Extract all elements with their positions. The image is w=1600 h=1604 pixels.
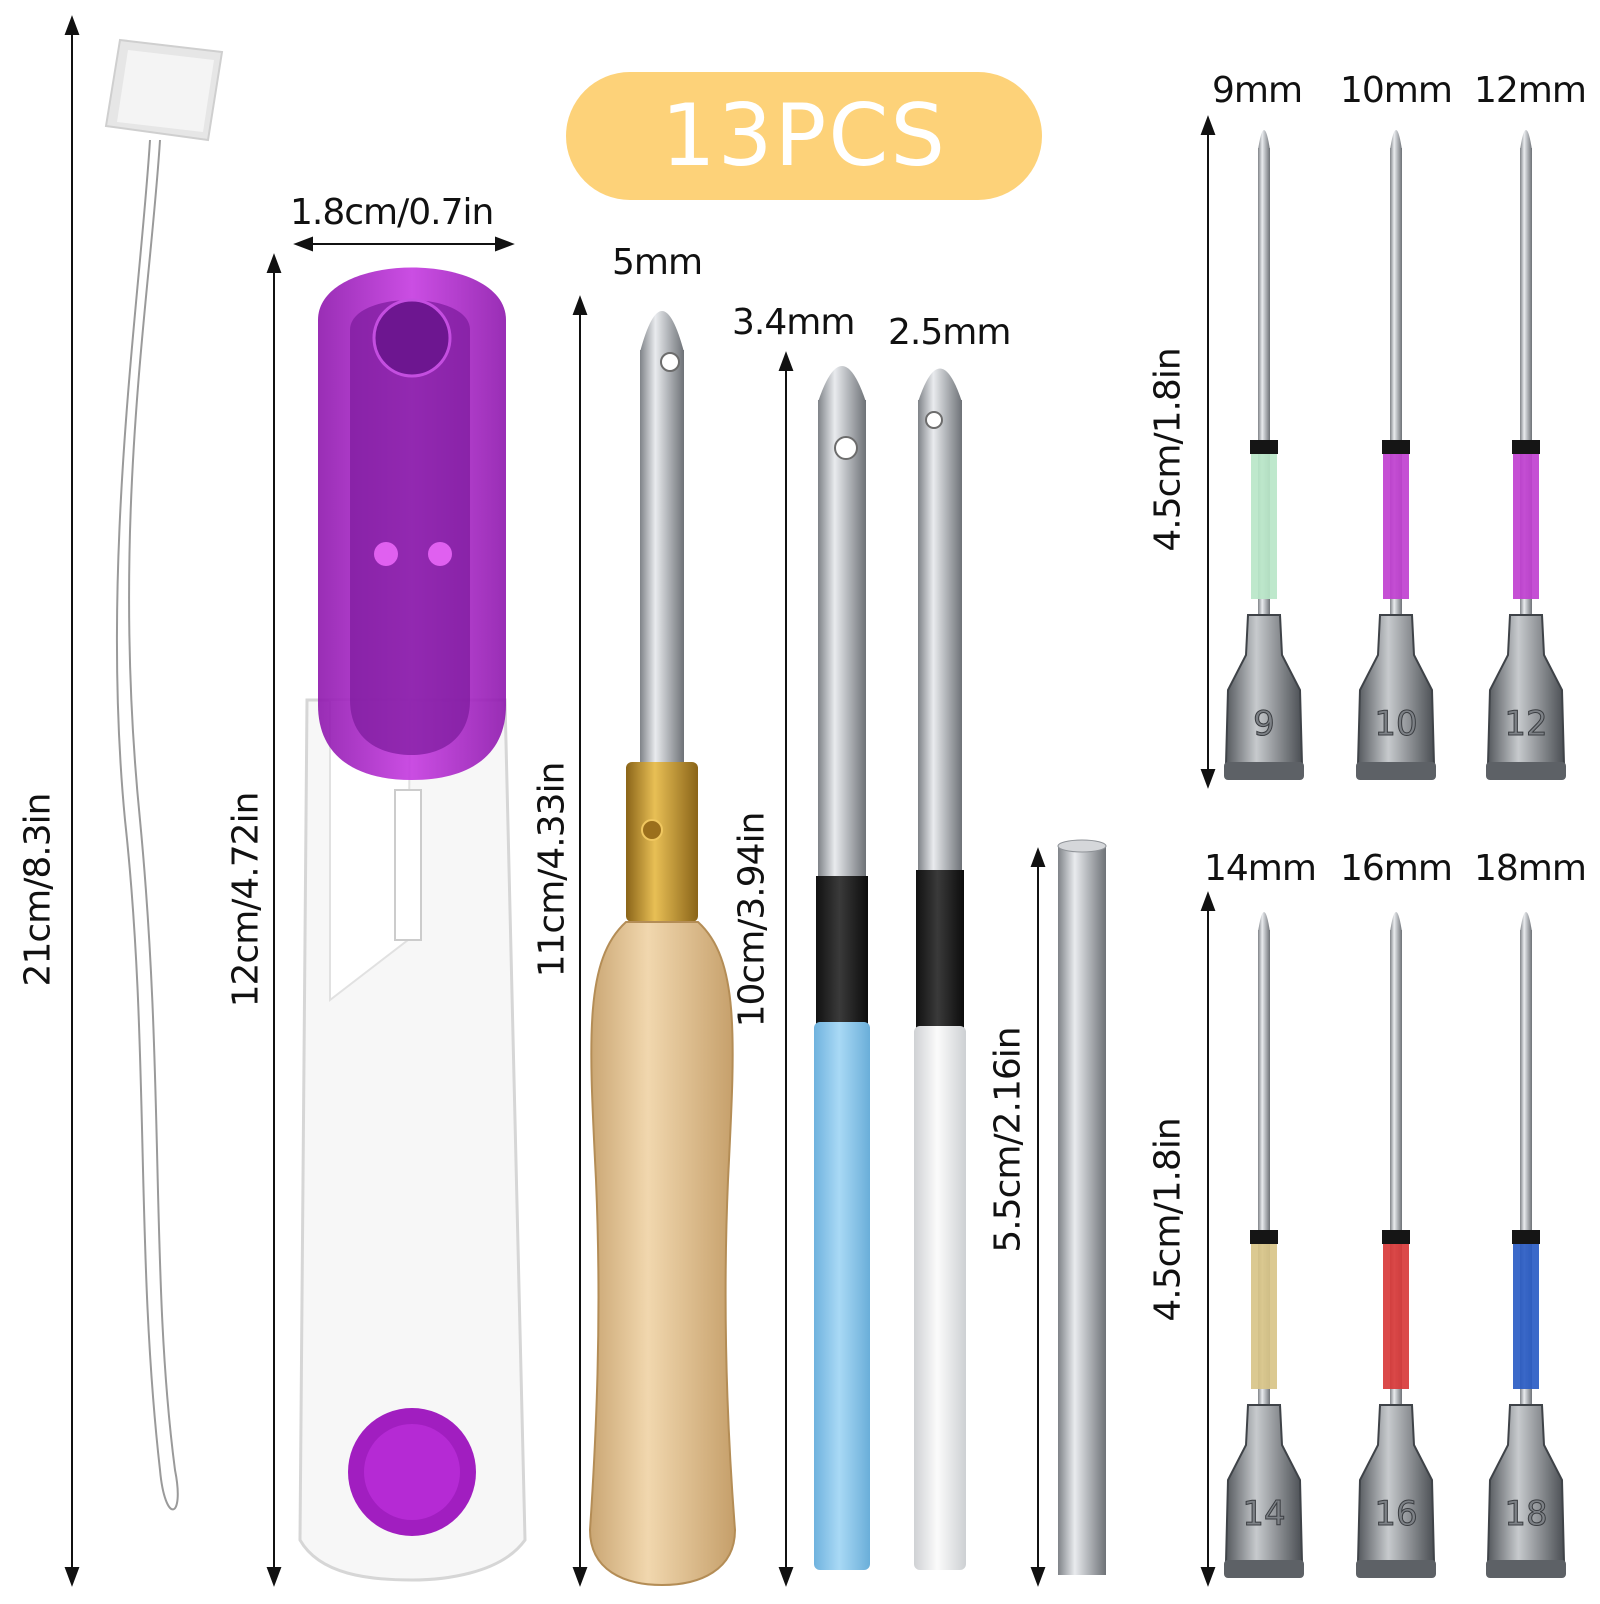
wooden-punch-pen [588, 311, 737, 1587]
needle-10: 10 [1356, 130, 1436, 780]
extension-tube [1057, 839, 1107, 1575]
white-pen-size-label: 2.5mm [888, 312, 1011, 353]
needle-12: 12 [1486, 130, 1566, 780]
needle-size-label-16: 16mm [1340, 848, 1453, 889]
bottom-needles-length-label: 4.5cm/1.8in [1147, 1118, 1189, 1322]
needle-number-14: 14 [1242, 1494, 1285, 1534]
needle-14: 14 [1224, 912, 1304, 1578]
needle-number-16: 16 [1374, 1494, 1417, 1534]
piece-count-badge: 13PCS [566, 72, 1042, 200]
white-punch-pen [914, 368, 966, 1570]
needle-threader [104, 38, 224, 1511]
needle-size-label-10: 10mm [1340, 70, 1453, 111]
blue-pen-size-label: 3.4mm [732, 302, 855, 343]
wooden-pen-size-label: 5mm [612, 242, 703, 283]
piece-count-text: 13PCS [661, 86, 947, 186]
needle-size-label-9: 9mm [1212, 70, 1303, 111]
needle-16: 16 [1356, 912, 1436, 1578]
wooden-pen-length-label: 11cm/4.33in [531, 762, 573, 978]
dimension-lines [64, 15, 1216, 1587]
needle-9: 9 [1224, 130, 1304, 780]
top-needles-length-label: 4.5cm/1.8in [1147, 348, 1189, 552]
needle-number-12: 12 [1504, 704, 1547, 744]
needle-size-label-12: 12mm [1474, 70, 1587, 111]
scissors-width-label: 1.8cm/0.7in [290, 192, 494, 233]
replacement-needles: 9 10 12 14 16 18 [1224, 130, 1566, 1578]
needle-18: 18 [1486, 912, 1566, 1578]
needle-number-10: 10 [1374, 704, 1417, 744]
thread-snips [298, 267, 527, 1582]
blue-punch-pen [814, 366, 870, 1570]
threader-length-label: 21cm/8.3in [17, 793, 59, 987]
needle-number-9: 9 [1253, 704, 1275, 744]
needle-size-label-18: 18mm [1474, 848, 1587, 889]
extension-tube-length-label: 5.5cm/2.16in [987, 1027, 1029, 1253]
needle-number-18: 18 [1504, 1494, 1547, 1534]
small-pens-length-label: 10cm/3.94in [731, 812, 773, 1028]
scissors-length-label: 12cm/4.72in [225, 792, 267, 1008]
needle-size-label-14: 14mm [1204, 848, 1317, 889]
